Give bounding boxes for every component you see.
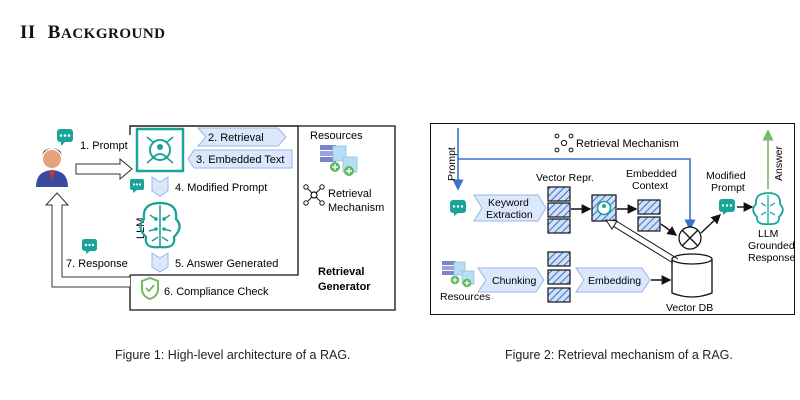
response-label: 7. Response	[66, 258, 128, 270]
retrieval-generator-label-1: Retrieval	[318, 266, 364, 278]
retrieval-label: 2. Retrieval	[208, 132, 264, 144]
answer-vertical-label: Answer	[773, 145, 785, 181]
shield-icon	[141, 276, 159, 301]
figure-2-caption: Figure 2: Retrieval mechanism of a RAG.	[505, 348, 733, 362]
keyword-label-2: Extraction	[486, 209, 533, 221]
chunk-block-1	[547, 251, 571, 267]
llm-response-label: Response	[748, 252, 795, 264]
modified-prompt-chevron	[151, 176, 169, 197]
retriever-brain-icon	[591, 194, 617, 222]
prompt-vertical-label: Prompt	[446, 147, 458, 181]
chat-bubble-icon-2	[130, 179, 144, 193]
compliance-check-label: 6. Compliance Check	[164, 286, 269, 298]
llm-brain-icon	[139, 201, 181, 249]
retrieval-chevron	[196, 127, 287, 147]
user-icon	[36, 148, 68, 187]
answer-generated-label: 5. Answer Generated	[175, 258, 278, 270]
embedded-context-label-1: Embedded	[626, 168, 677, 180]
network-icon	[303, 184, 325, 206]
retrieval-mechanism-title: Retrieval Mechanism	[576, 138, 679, 150]
llm-brain-icon-2	[752, 192, 784, 226]
chunk-block-3	[547, 287, 571, 303]
chunking-chevron	[477, 267, 545, 293]
chat-bubble-icon-3	[82, 239, 97, 254]
context-block-2	[637, 216, 661, 232]
database-files-icon	[320, 145, 358, 176]
vector-db-label: Vector DB	[666, 302, 713, 314]
resources-label-2: Resources	[440, 291, 490, 303]
vector-db-icon	[671, 253, 713, 298]
chat-bubble-icon-5	[719, 199, 735, 215]
retriever-db-arrowhead	[605, 219, 618, 230]
vector-block-2	[547, 202, 571, 218]
context-to-combine-arrow	[660, 223, 678, 236]
prompt-flow-line	[457, 128, 696, 231]
embedding-chevron	[575, 267, 651, 293]
retrieval-generator-label-2: Generator	[318, 281, 371, 293]
embedded-text-label: 3. Embedded Text	[196, 154, 284, 166]
keyword-extraction-chevron	[473, 194, 547, 222]
section-title-rest: ACKGROUND	[60, 26, 166, 42]
database-files-icon-2	[442, 261, 475, 288]
combine-to-prompt-arrow	[700, 214, 722, 234]
retrieval-mechanism-label-2: Mechanism	[328, 202, 384, 214]
section-number: II	[20, 22, 36, 43]
vector-repr-label: Vector Repr.	[536, 172, 594, 184]
figure-1: 1. Prompt 2. Retrieval 3. Embedded Text …	[36, 125, 396, 311]
resources-label: Resources	[310, 130, 363, 142]
embedding-label: Embedding	[588, 275, 641, 287]
response-arrow	[44, 192, 130, 288]
brain-processing-icon	[135, 127, 185, 173]
modified-prompt-label-1: Modified	[706, 170, 746, 182]
figure-2: Retrieval Mechanism Prompt Answer Keywor…	[430, 123, 795, 315]
chat-bubble-icon-4	[450, 200, 466, 216]
chunk-block-2	[547, 269, 571, 285]
context-block-1	[637, 199, 661, 215]
embedded-context-label-2: Context	[632, 180, 668, 192]
keyword-label-1: Keyword	[488, 197, 529, 209]
retriever-db-link	[607, 218, 679, 264]
vector-block-1	[547, 186, 571, 202]
vector-block-3	[547, 218, 571, 234]
modified-prompt-label-2: Prompt	[711, 182, 745, 194]
combine-node-icon	[678, 226, 702, 250]
prompt-label: 1. Prompt	[80, 140, 128, 152]
chunking-label: Chunking	[492, 275, 537, 287]
llm-label-2: LLM	[758, 228, 778, 240]
chat-bubble-icon	[57, 129, 73, 146]
llm-grounded-label: Grounded	[748, 240, 795, 252]
network-icon-2	[554, 133, 574, 153]
section-title-initial: B	[47, 22, 61, 43]
answer-generated-chevron	[151, 252, 169, 273]
modified-prompt-label: 4. Modified Prompt	[175, 182, 267, 194]
figure-1-caption: Figure 1: High-level architecture of a R…	[115, 348, 351, 362]
generator-inner-frame	[130, 125, 299, 276]
embedded-text-chevron	[187, 149, 293, 169]
section-heading: II BACKGROUND	[20, 22, 165, 44]
prompt-arrow	[75, 157, 133, 181]
retrieval-mechanism-label-1: Retrieval	[328, 188, 371, 200]
